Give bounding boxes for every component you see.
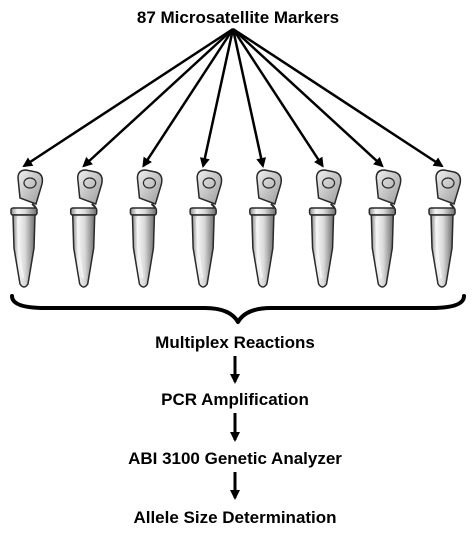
tube-cap-ring [321, 177, 336, 189]
tube-rim [10, 207, 38, 216]
tube-rim [308, 207, 337, 216]
tube-highlight [435, 218, 442, 279]
tube-cap [315, 169, 342, 205]
marker-arrow [231, 28, 324, 168]
tube-highlight [255, 218, 263, 279]
tube-rim [249, 207, 277, 216]
tube-cap-ring [83, 177, 97, 189]
tube-cap [136, 169, 163, 205]
tube-rim [129, 207, 158, 216]
tube-body [370, 214, 395, 288]
pcr-tube [308, 169, 342, 288]
tube-cap-ring [202, 177, 216, 189]
pcr-tube [428, 169, 462, 288]
pcr-tube [129, 169, 163, 288]
tube-cap-ring [142, 177, 157, 189]
marker-arrow [231, 28, 267, 168]
tube-rim [69, 207, 98, 216]
tube-cap-ring [381, 177, 395, 189]
tube-highlight [196, 218, 204, 279]
tube-cap [435, 169, 462, 205]
tube-body [191, 214, 215, 288]
pcr-tube [189, 169, 223, 288]
step-pcr-amplification: PCR Amplification [161, 390, 309, 409]
diagram-title: 87 Microsatellite Markers [137, 8, 339, 27]
pcr-tube-row [10, 169, 462, 288]
marker-arrow [142, 28, 235, 168]
tube-highlight [17, 218, 24, 279]
tube-highlight [315, 218, 323, 279]
marker-arrow [82, 28, 234, 168]
tube-cap-ring [23, 177, 37, 189]
marker-arrow [22, 27, 234, 168]
tube-body [430, 214, 454, 288]
tube-cap [17, 169, 44, 205]
step-multiplex-reactions: Multiplex Reactions [155, 333, 315, 352]
tube-cap [76, 169, 103, 205]
tube-body [131, 214, 156, 288]
step-genetic-analyzer: ABI 3100 Genetic Analyzer [128, 449, 342, 468]
tube-highlight [375, 218, 383, 279]
marker-arrow [232, 27, 444, 168]
tube-body [71, 214, 96, 288]
marker-arrow [199, 28, 235, 168]
tube-cap-ring [441, 177, 455, 189]
tube-cap-ring [262, 177, 276, 189]
tube-highlight [76, 218, 84, 279]
tube-cap [196, 169, 223, 205]
tube-rim [368, 207, 397, 216]
grouping-brace [10, 294, 466, 324]
marker-arrow [232, 28, 384, 168]
tube-highlight [136, 218, 144, 279]
pcr-tube [368, 169, 402, 288]
pcr-tube [69, 169, 103, 288]
pcr-tube [10, 169, 44, 288]
step-allele-size-determination: Allele Size Determination [133, 508, 336, 527]
tube-body [310, 214, 335, 288]
pcr-tube [249, 169, 282, 288]
marker-fan-arrows [22, 27, 444, 168]
tube-cap [375, 169, 402, 205]
tube-cap [256, 169, 282, 205]
tube-body [12, 214, 36, 288]
tube-rim [428, 207, 456, 216]
tube-rim [189, 207, 217, 216]
tube-body [251, 214, 275, 288]
